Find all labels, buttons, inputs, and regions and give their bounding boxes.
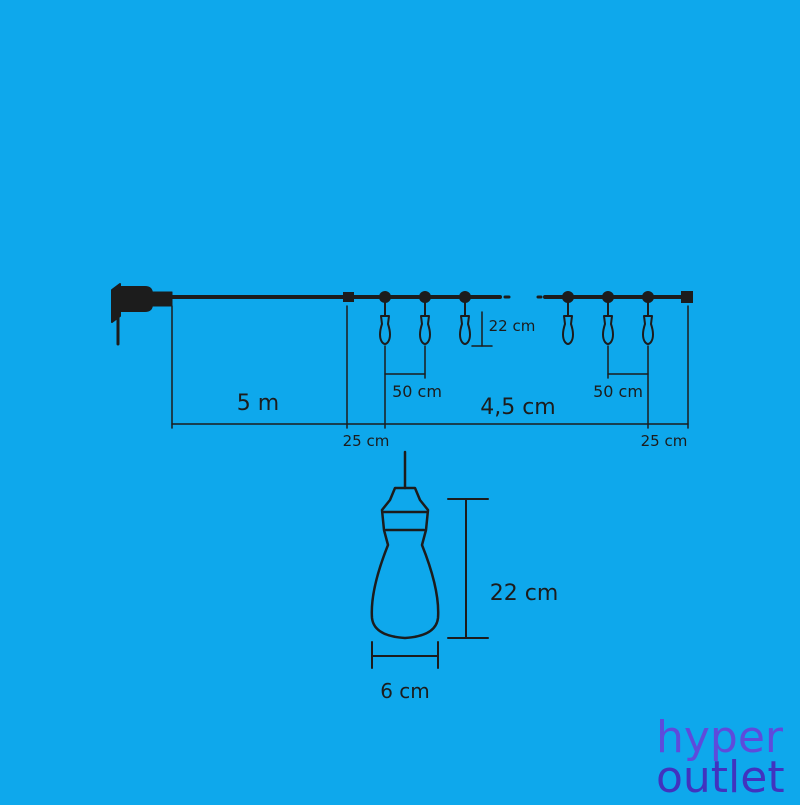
spacing-bracket-left xyxy=(384,345,426,429)
bulb-icon xyxy=(370,450,440,640)
bulb-width-label: 6 cm xyxy=(380,679,430,703)
logo-line-2: outlet xyxy=(656,752,785,800)
lead-left-label: 25 cm xyxy=(343,432,390,450)
small-bulb-5 xyxy=(602,291,614,345)
logo-line-1: hyper xyxy=(656,712,784,763)
lead-right-label: 25 cm xyxy=(641,432,688,450)
small-bulb-1 xyxy=(379,291,391,345)
brand-logo: hyper outlet xyxy=(656,712,785,803)
small-bulb-3 xyxy=(459,291,471,345)
spacing-right-label: 50 cm xyxy=(593,382,643,401)
bulb-segment-length-label: 4,5 cm xyxy=(480,395,556,420)
cable-length-label: 5 m xyxy=(237,391,279,416)
length-dimension-lines xyxy=(171,305,689,429)
cable-connector xyxy=(343,292,354,302)
end-cap xyxy=(681,291,693,303)
small-bulb-6 xyxy=(642,291,654,345)
power-plug-icon xyxy=(111,283,173,346)
bulb-width-dimension xyxy=(371,641,439,669)
small-bulb-2 xyxy=(419,291,431,345)
drop-dimension-marker xyxy=(471,311,493,347)
drop-small-label: 22 cm xyxy=(489,317,536,335)
bulb-height-dimension xyxy=(447,498,489,639)
spacing-bracket-right xyxy=(607,345,649,429)
spacing-left-label: 50 cm xyxy=(392,382,442,401)
small-bulb-4 xyxy=(562,291,574,345)
bulb-height-label: 22 cm xyxy=(490,581,559,606)
